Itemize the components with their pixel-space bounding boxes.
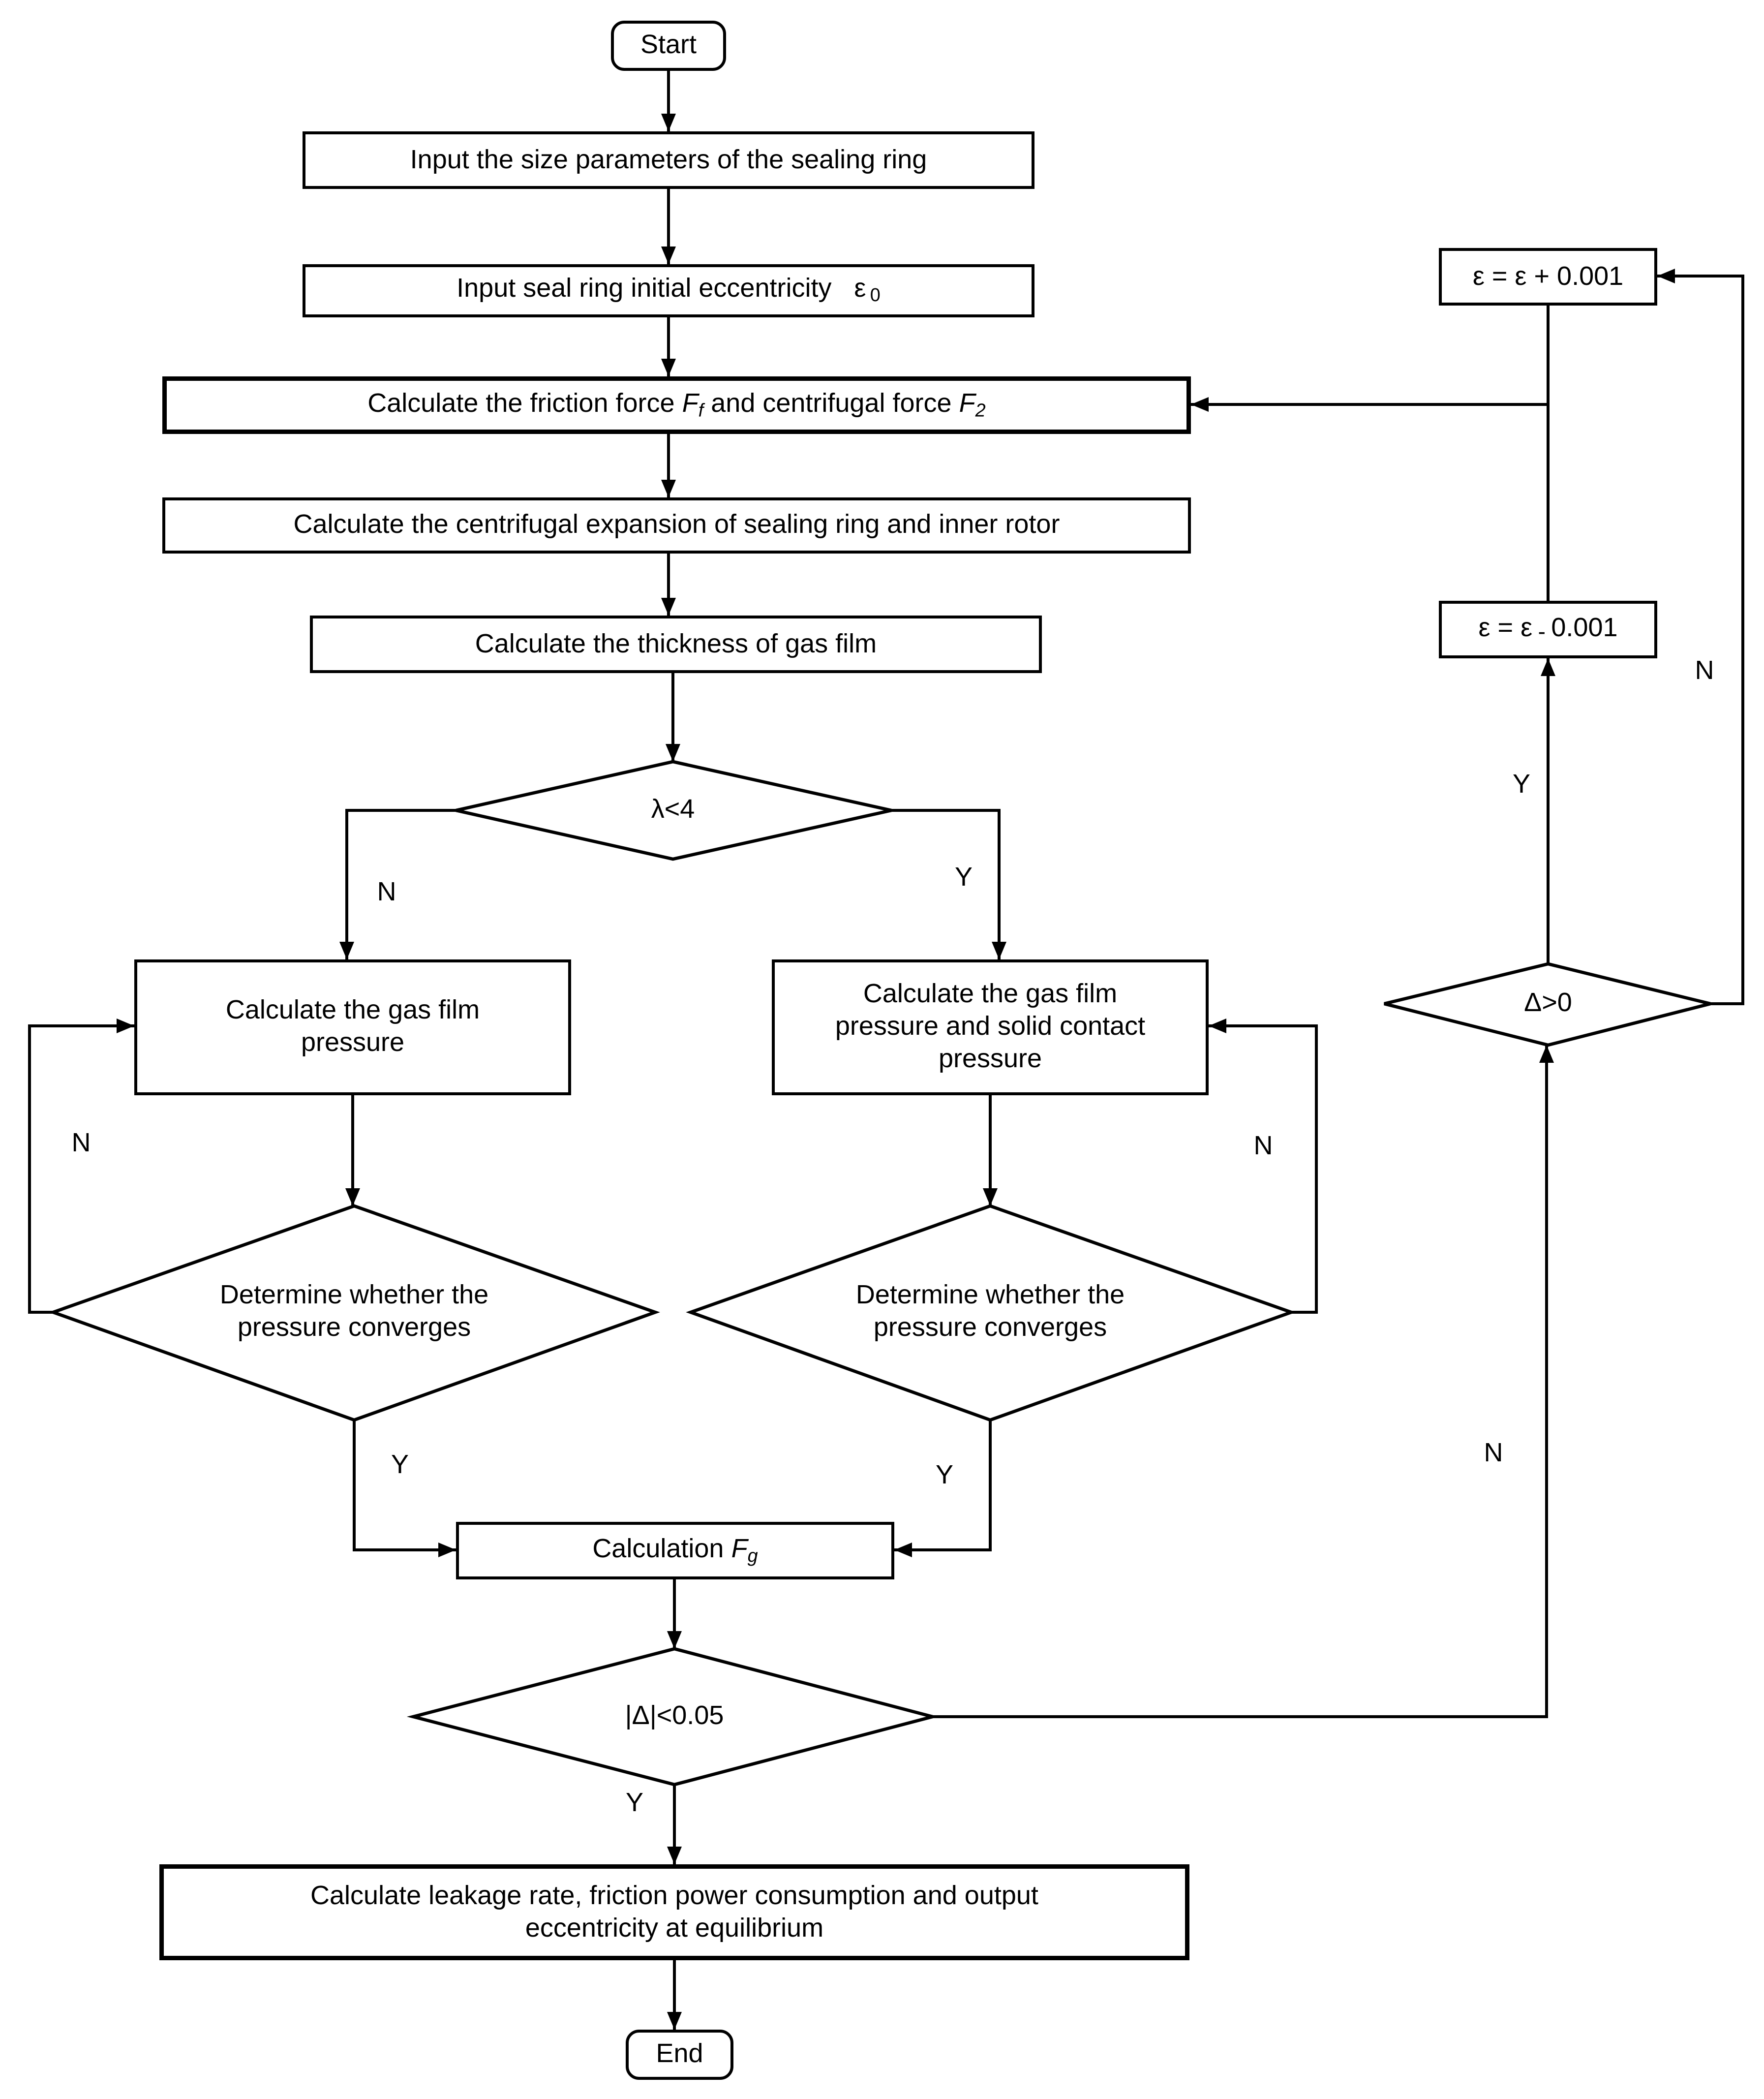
edge-converge-right-no-loop [1209, 1019, 1318, 1314]
calc-gas-pressure-label: Calculate the gas film pressure [225, 995, 480, 1057]
edge-label-converge-right-yes: Y [935, 1460, 954, 1490]
node-eps-plus: ε = ε + 0.001 [1439, 248, 1657, 306]
calc-thickness-label: Calculate the thickness of gas film [475, 628, 877, 658]
edge-label-lambda-no: N [377, 877, 396, 907]
node-calc-thickness: Calculate the thickness of gas film [310, 616, 1042, 673]
edge-label-delta-positive-yes: Y [1512, 769, 1531, 799]
delta-positive-check-label: Δ>0 [1524, 988, 1572, 1018]
diamond-lambda-check [456, 760, 892, 861]
node-eps-minus: ε = ε-0.001 [1439, 601, 1657, 658]
delta-abs-check-label: |Δ|<0.05 [625, 1700, 724, 1730]
edge-lambda-no-to-gas-pressure [339, 809, 456, 959]
node-calc-gas-solid-pressure: Calculate the gas film pressure and soli… [772, 959, 1209, 1095]
node-start: Start [611, 21, 726, 71]
end-label: End [656, 2038, 703, 2068]
calc-gas-solid-pressure-label: Calculate the gas film pressure and soli… [835, 979, 1146, 1073]
calc-output-label: Calculate leakage rate, friction power c… [310, 1880, 1038, 1942]
node-end: End [626, 2030, 733, 2080]
lambda-check-label: λ<4 [651, 794, 695, 824]
edge-converge-left-yes-to-fg [353, 1420, 456, 1557]
diamond-delta-positive-check [1384, 962, 1711, 1047]
edge-label-converge-left-yes: Y [391, 1450, 409, 1480]
edge-converge-left-no-loop [28, 1019, 134, 1314]
epsilon-subscript: 0 [870, 285, 881, 306]
node-calc-expansion: Calculate the centrifugal expansion of s… [162, 497, 1191, 554]
edge-delta-positive-no-to-eps-plus [1657, 269, 1744, 1005]
start-label: Start [640, 30, 697, 60]
input-size-label: Input the size parameters of the sealing… [410, 144, 927, 174]
node-calc-output: Calculate leakage rate, friction power c… [159, 1864, 1189, 1960]
edge-lambda-yes-to-gas-solid-pressure [891, 809, 1006, 959]
converge-left-label: Determine whether the pressure converges [219, 1280, 489, 1342]
epsilon-symbol: ε [854, 274, 866, 304]
diamond-converge-right [686, 1204, 1296, 1422]
edge-delta-abs-no-to-delta-positive [933, 1045, 1554, 1718]
edge-label-converge-left-no: N [71, 1128, 91, 1158]
edge-converge-right-yes-to-fg [894, 1420, 992, 1557]
edge-label-delta-positive-no: N [1695, 655, 1714, 685]
calc-expansion-label: Calculate the centrifugal expansion of s… [293, 509, 1060, 539]
node-calc-gas-pressure: Calculate the gas film pressure [134, 959, 571, 1095]
eps-plus-label: ε = ε + 0.001 [1472, 260, 1624, 290]
edge-label-converge-right-no: N [1253, 1131, 1273, 1161]
diamond-converge-left [48, 1204, 660, 1422]
converge-right-label: Determine whether the pressure converges [855, 1280, 1125, 1342]
edge-label-lambda-yes: Y [954, 862, 973, 892]
node-input-size: Input the size parameters of the sealing… [303, 131, 1034, 189]
edge-label-delta-abs-yes: Y [625, 1788, 644, 1818]
diamond-delta-abs-check [406, 1647, 939, 1787]
eps-minus-label: ε = ε-0.001 [1478, 612, 1618, 645]
edge-label-delta-abs-no: N [1484, 1438, 1503, 1468]
